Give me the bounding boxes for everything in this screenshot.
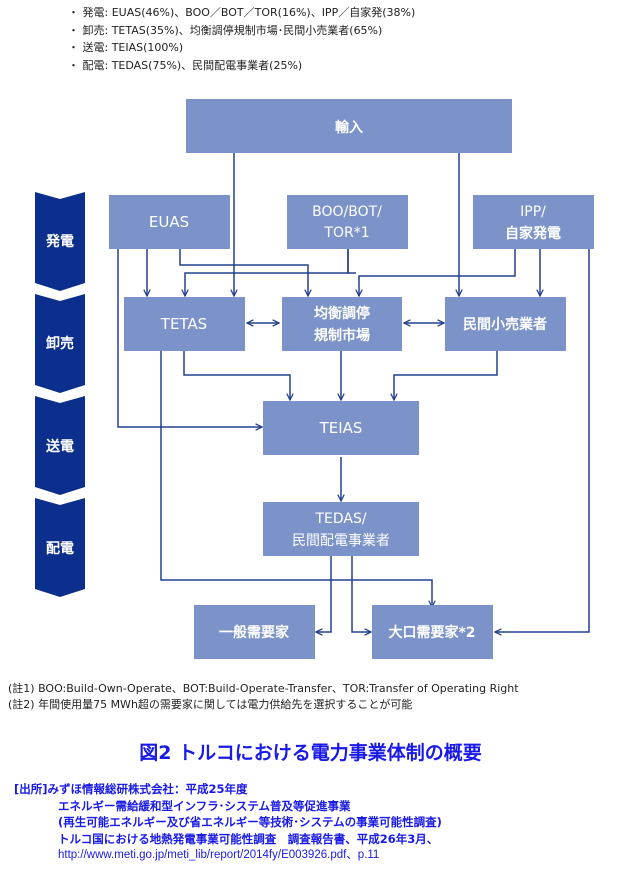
footnotes: (註1) BOO:Build-Own-Operate、BOT:Build-Ope… [8, 681, 519, 713]
box-label: IPP/ [520, 204, 546, 220]
stage-label: 発電 [45, 233, 74, 250]
box-label: 民間配電事業者 [292, 533, 390, 549]
arrow-ipp-market [359, 248, 516, 296]
bullet-generation: ・ 発電: EUAS(46%)、BOO／BOT／TOR(16%)、IPP／自家発… [68, 6, 416, 19]
box-boo-bot-tor: BOO/BOT/ TOR*1 [287, 195, 408, 249]
box-label: TETAS [160, 315, 207, 333]
entity-boxes: 輸入 EUAS BOO/BOT/ TOR*1 IPP/ 自家発電 TETAS 均… [109, 99, 594, 659]
box-label: TOR*1 [323, 225, 369, 241]
stage-chevron-shape [35, 294, 85, 393]
arrow-tetas-teias [183, 351, 290, 400]
arrow-euas-market [179, 248, 308, 296]
stage-chevron-shape [35, 396, 85, 495]
box-general-consumers: 一般需要家 [194, 605, 315, 659]
footnote-2: (註2) 年間使用量75 MWh超の需要家に関しては電力供給先を選択することが可… [8, 698, 413, 711]
figure-title: 図2 トルコにおける電力事業体制の概要 [139, 742, 482, 764]
box-euas: EUAS [109, 195, 230, 249]
source-line-1: [出所]みずほ情報総研株式会社：平成25年度 [14, 782, 248, 796]
box-large-consumers: 大口需要家*2 [372, 605, 493, 659]
box-ipp: IPP/ 自家発電 [473, 195, 594, 249]
arrow-retail-teias [394, 351, 498, 400]
source-citation: [出所]みずほ情報総研株式会社：平成25年度 エネルギー需給緩和型インフラ･シス… [14, 781, 442, 864]
line-boo-branch [347, 248, 356, 274]
footnote-1: (註1) BOO:Build-Own-Operate、BOT:Build-Ope… [8, 682, 519, 695]
bullet-transmission: ・ 送電: TEIAS(100%) [68, 41, 184, 54]
box-tetas: TETAS [124, 297, 245, 351]
stage-label: 卸売 [46, 335, 74, 352]
arrow-tedas-general [316, 556, 332, 632]
stage-label: 送電 [45, 438, 74, 455]
stage-transmission: 送電 [35, 396, 85, 495]
power-structure-diagram: 発電 卸売 送電 配電 [35, 99, 594, 659]
box-label: 一般需要家 [219, 624, 290, 641]
box-label: 民間小売業者 [463, 316, 547, 333]
arrow-euas-teias [117, 248, 262, 427]
connectors [117, 153, 590, 632]
stage-column: 発電 卸売 送電 配電 [35, 192, 85, 597]
bullet-distribution: ・ 配電: TEDAS(75%)、民間配電事業者(25%) [68, 58, 303, 72]
box-label: EUAS [149, 213, 189, 231]
box-label: 均衡調停 [314, 305, 370, 322]
box-label: 輸入 [335, 119, 363, 136]
arrow-tedas-large [351, 556, 371, 632]
arrow-ipp-large [495, 248, 590, 632]
box-label: TEDAS/ [314, 511, 366, 527]
source-line-3: (再生可能エネルギー及び省エネルギー等技術･システムの事業可能性調査) [58, 815, 442, 829]
arrow-boo-tetas [185, 248, 349, 296]
box-label: 大口需要家*2 [388, 624, 475, 641]
box-teias: TEIAS [263, 401, 419, 455]
box-balancing-market: 均衡調停 規制市場 [282, 297, 402, 351]
share-bullet-list: ・ 発電: EUAS(46%)、BOO／BOT／TOR(16%)、IPP／自家発… [68, 4, 415, 74]
stage-wholesale: 卸売 [35, 294, 85, 393]
stage-chevron-shape [35, 498, 85, 597]
arrow-tetas-large [160, 351, 432, 607]
stage-generation: 発電 [35, 192, 85, 291]
source-line-4: トルコ国における地熱発電事業可能性調査 調査報告書、平成26年3月、 [58, 831, 439, 846]
source-line-2: エネルギー需給緩和型インフラ･システム普及等促進事業 [58, 798, 351, 813]
source-url-link[interactable]: http://www.meti.go.jp/meti_lib/report/20… [58, 849, 380, 861]
box-tedas: TEDAS/ 民間配電事業者 [263, 502, 419, 556]
box-label: 規制市場 [314, 327, 370, 344]
stage-chevron-shape [35, 192, 85, 291]
stage-distribution: 配電 [35, 498, 85, 597]
bullet-wholesale: ・ 卸売: TETAS(35%)、均衡調停規制市場･民間小売業者(65%) [68, 23, 383, 37]
box-label: 自家発電 [505, 225, 561, 242]
stage-label: 配電 [46, 540, 74, 557]
box-private-retailer: 民間小売業者 [445, 297, 566, 351]
box-label: BOO/BOT/ [312, 204, 382, 220]
box-import: 輸入 [186, 99, 512, 153]
box-label: TEIAS [319, 419, 363, 437]
